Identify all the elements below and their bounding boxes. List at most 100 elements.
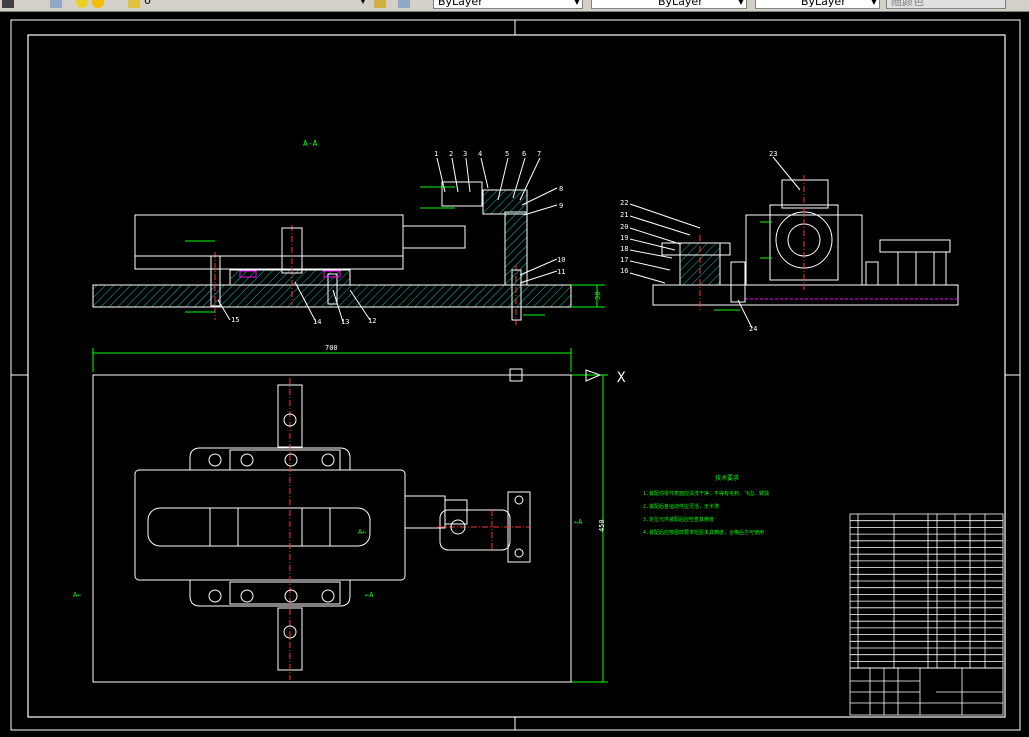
- spring-stud: [281, 227, 303, 274]
- balloon-label: 8: [559, 185, 563, 193]
- bracket-top: [482, 189, 528, 215]
- balloon-label: 11: [557, 268, 565, 276]
- tech-notes: 1.装配前零件表面应清洗干净，不得有毛刺、飞边、锈蚀 2.装配后各运动件应灵活，…: [643, 490, 769, 536]
- sliding-body: [134, 214, 404, 270]
- lightbulb-icon[interactable]: [76, 0, 88, 8]
- slider-nose: [402, 225, 466, 249]
- sun-icon[interactable]: [92, 0, 104, 8]
- plan-top-plate: [229, 449, 341, 471]
- dimension-width: 700: [325, 344, 338, 352]
- side-top-block: [781, 179, 829, 209]
- view-label: ←A: [574, 518, 583, 526]
- tech-note-line: 3.定位元件装配后应检查其精度: [643, 516, 714, 523]
- make-current-layer-icon[interactable]: [374, 0, 386, 8]
- plan-holes: [208, 413, 524, 639]
- side-right-support: [879, 239, 951, 253]
- plan-dimensions: [92, 348, 608, 683]
- plan-bottom-plate: [229, 581, 341, 605]
- balloon-label: 2: [449, 150, 453, 158]
- tech-notes-title: 技术要求: [715, 474, 739, 482]
- balloon-label: 9: [559, 202, 563, 210]
- inner-frame: [27, 34, 1006, 718]
- balloon-label: 22: [620, 199, 628, 207]
- plan-bottom-flange: [189, 580, 351, 607]
- balloon-label: 24: [749, 325, 757, 333]
- plan-top-flange: [189, 447, 351, 470]
- balloon-label: 1: [434, 150, 438, 158]
- side-view: [652, 175, 959, 310]
- balloon-label: 5: [505, 150, 509, 158]
- ucs-icon: [585, 369, 602, 382]
- properties-toolbar: 0▼ ByLayer▼ ByLayer▼ ByLayer▼ 随颜色: [0, 0, 1029, 12]
- plotstyle-dropdown[interactable]: 随颜色: [886, 0, 1006, 9]
- balloon-label: 20: [620, 223, 628, 231]
- side-base: [652, 284, 959, 306]
- section-label: A-A: [303, 139, 318, 148]
- chevron-down-icon: ▼: [737, 0, 744, 6]
- layer-previous-icon[interactable]: [398, 0, 410, 8]
- view-label: ←A: [365, 591, 374, 599]
- plan-base-plate: [92, 374, 572, 683]
- chevron-down-icon: ▼: [870, 0, 877, 6]
- tech-note-line: 1.装配前零件表面应清洗干净，不得有毛刺、飞边、锈蚀: [643, 490, 769, 497]
- balloon-label: 6: [522, 150, 526, 158]
- chevron-down-icon: ▼: [573, 0, 580, 6]
- nut-boss: [229, 269, 351, 286]
- balloon-label: 21: [620, 211, 628, 219]
- side-cap: [661, 242, 731, 256]
- balloons-right: 16 17 18 19 20 21 22 23 24: [620, 150, 777, 333]
- balloon-label: 12: [368, 317, 376, 325]
- layer-dropdown[interactable]: 0▼: [140, 0, 368, 9]
- section-dimensions: [185, 186, 605, 316]
- side-spring-post: [897, 251, 917, 286]
- balloon-label: 13: [341, 318, 349, 326]
- layer-states-icon[interactable]: [50, 0, 62, 8]
- cursor-pickbox[interactable]: [509, 368, 523, 382]
- plan-view: [92, 374, 572, 683]
- cad-model-space[interactable]: A-A 30 1 2: [0, 11, 1029, 737]
- leader-lines: [629, 156, 801, 329]
- side-bolt: [730, 261, 746, 303]
- dimension-base-thickness: 30: [594, 292, 602, 300]
- lineweight-dropdown[interactable]: ByLayer▼: [755, 0, 880, 9]
- layer-icon[interactable]: [2, 0, 14, 8]
- title-block: [849, 667, 1004, 716]
- balloon-label: 10: [557, 256, 565, 264]
- balloon-label: 4: [478, 150, 482, 158]
- chevron-down-icon: ▼: [359, 0, 366, 5]
- side-spring-post: [933, 251, 947, 286]
- balloon-label: 19: [620, 234, 628, 242]
- centering-marks: [11, 20, 1020, 730]
- color-dropdown[interactable]: ByLayer▼: [433, 0, 583, 9]
- tech-note-line: 2.装配后各运动件应灵活，无卡滞: [643, 503, 719, 510]
- plan-arm: [439, 509, 511, 551]
- bom-table: [849, 513, 1004, 669]
- view-labels: A← A← ←A ←A: [73, 518, 583, 599]
- side-bore-inner: [787, 223, 821, 257]
- balloons-top: 1 2 3 4 5 6 7 8 9 10 11 12 13 14 15: [231, 150, 565, 326]
- side-dimensions: [714, 221, 772, 311]
- dimension-height: 450: [598, 519, 606, 532]
- plan-slot: [147, 507, 371, 547]
- bolt: [210, 255, 221, 307]
- bracket-vertical: [504, 211, 528, 286]
- plan-body: [134, 469, 406, 581]
- plan-slider-nose: [444, 499, 468, 525]
- bolt: [511, 269, 522, 321]
- balloon-label: 18: [620, 245, 628, 253]
- balloon-label: 3: [463, 150, 467, 158]
- bolt: [327, 273, 338, 305]
- ucs-x-label: X: [617, 370, 626, 386]
- washer: [323, 270, 341, 278]
- washer: [239, 270, 257, 278]
- side-small-post: [865, 261, 879, 286]
- balloon-label: 23: [769, 150, 777, 158]
- clamp-block: [441, 181, 483, 207]
- tech-note-line: 4.装配后应按图样要求检验夹具精度，合格后方可使用: [643, 529, 764, 536]
- view-label: A←: [358, 528, 366, 536]
- linetype-dropdown[interactable]: ByLayer▼: [591, 0, 747, 9]
- balloon-label: 14: [313, 318, 321, 326]
- lock-icon[interactable]: [128, 0, 140, 8]
- balloon-label: 7: [537, 150, 541, 158]
- section-view: [92, 181, 572, 325]
